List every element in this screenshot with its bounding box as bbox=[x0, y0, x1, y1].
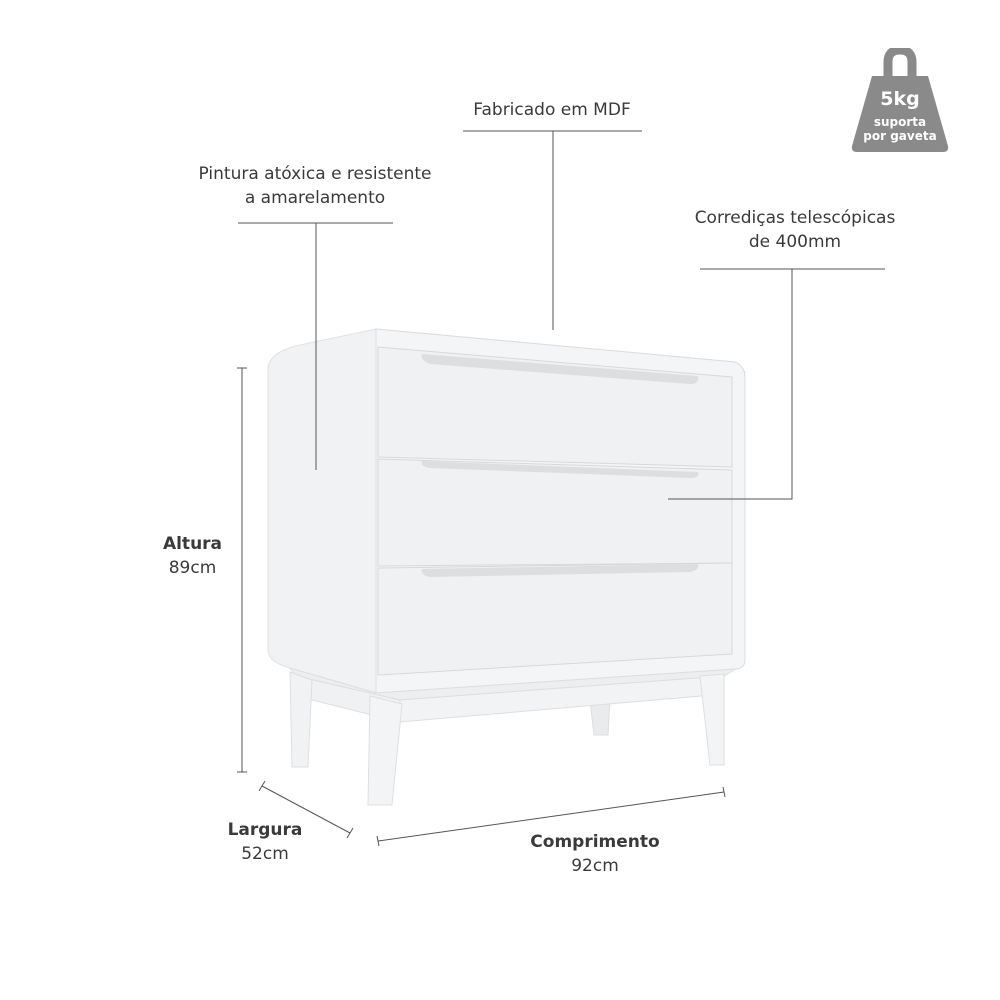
height-label: Altura bbox=[162, 534, 223, 554]
depth-dimension-line bbox=[261, 785, 351, 834]
slides-callout-line2: de 400mm bbox=[748, 232, 842, 252]
drawer-bottom-handle bbox=[421, 564, 699, 577]
paint-callout-line1: Pintura atóxica e resistente bbox=[198, 164, 432, 184]
weight-icon bbox=[851, 45, 949, 152]
side-panel bbox=[267, 328, 377, 694]
drawer-middle-handle bbox=[421, 461, 699, 478]
slides-callout-line1: Corrediças telescópicas bbox=[694, 208, 896, 228]
badge-weight: 5kg bbox=[880, 88, 920, 110]
length-value: 92cm bbox=[571, 856, 619, 876]
drawer-bottom bbox=[377, 562, 733, 676]
depth-label: Largura bbox=[227, 820, 303, 840]
leg-back-left bbox=[289, 671, 313, 768]
badge-line2: por gaveta bbox=[863, 129, 937, 143]
paint-callout-line2: a amarelamento bbox=[244, 188, 386, 208]
leg-front-right bbox=[699, 673, 725, 766]
leg-front-left bbox=[367, 695, 403, 806]
length-label: Comprimento bbox=[530, 832, 660, 852]
slides-callout-leader bbox=[668, 269, 793, 500]
weight-badge: 5kg suporta por gaveta bbox=[850, 45, 950, 154]
badge-line1: suporta bbox=[873, 115, 927, 129]
length-dimension-line bbox=[377, 791, 725, 842]
mdf-callout: Fabricado em MDF bbox=[473, 100, 631, 120]
drawer-top-handle bbox=[421, 354, 699, 384]
depth-value: 52cm bbox=[241, 844, 289, 864]
height-value: 89cm bbox=[168, 558, 217, 578]
